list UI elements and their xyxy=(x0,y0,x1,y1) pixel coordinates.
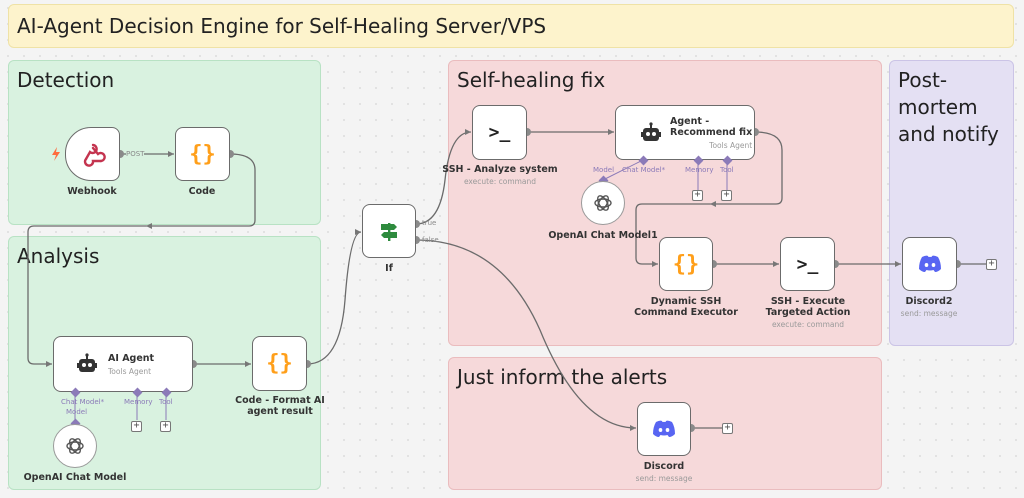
recommend-tool-label: Tool xyxy=(720,166,734,174)
wire-if-discord xyxy=(415,239,637,429)
format-code-node[interactable]: {} xyxy=(252,336,307,391)
analysis-title: Analysis xyxy=(17,244,100,268)
discord-icon xyxy=(918,255,941,272)
openai-icon xyxy=(66,438,84,454)
recommend-memory-label: Memory xyxy=(685,166,714,174)
openai-chat-model1-node[interactable] xyxy=(581,181,625,225)
detection-title: Detection xyxy=(17,68,115,92)
dynamic-ssh-node[interactable]: {} xyxy=(659,237,713,291)
terminal-icon: >_ xyxy=(796,253,819,275)
terminal-icon: >_ xyxy=(488,122,511,143)
ssh-execute-subtitle: execute: command xyxy=(771,320,845,329)
detection-sticky[interactable]: Detection xyxy=(8,60,321,225)
discord-label: Discord xyxy=(643,461,685,472)
ssh-execute-label: SSH - Execute Targeted Action xyxy=(765,296,851,318)
header-sticky[interactable]: AI-Agent Decision Engine for Self-Healin… xyxy=(8,4,1014,48)
fix-title: Self-healing fix xyxy=(457,68,606,92)
ssh-analyze-node[interactable]: >_ xyxy=(472,105,527,160)
if-label: If xyxy=(385,263,393,274)
code-braces-icon: {} xyxy=(266,351,293,376)
wire-recommend-model xyxy=(602,159,644,181)
discord2-node[interactable] xyxy=(902,237,957,291)
robot-icon xyxy=(77,353,97,372)
if-false-label: false xyxy=(422,236,439,244)
code-node[interactable]: {} xyxy=(175,127,230,181)
recommend-chatmodel-label: Chat Model* xyxy=(622,166,666,174)
ssh-analyze-subtitle: execute: command xyxy=(463,177,537,186)
code-label: Code xyxy=(188,186,216,197)
format-code-label: Code - Format AI agent result xyxy=(235,395,325,417)
agent-memory-label: Memory xyxy=(124,398,153,406)
agent-model-label: Model xyxy=(66,408,88,416)
webhook-output-label: POST xyxy=(126,150,145,158)
ssh-execute-node[interactable]: >_ xyxy=(780,237,835,291)
agent-recommend-node[interactable]: Agent - Recommend fix Tools Agent xyxy=(615,105,755,160)
agent-recommend-title: Agent - Recommend fix xyxy=(670,115,753,138)
discord2-label: Discord2 xyxy=(905,296,953,307)
agent-chatmodel-label: Chat Model* xyxy=(61,398,105,406)
workflow-title: AI-Agent Decision Engine for Self-Healin… xyxy=(17,14,547,38)
agent-tool-label: Tool xyxy=(159,398,173,406)
openai-chat-model-label: OpenAI Chat Model xyxy=(23,472,127,483)
openai-icon xyxy=(594,195,612,211)
discord-add-button[interactable]: + xyxy=(722,423,733,434)
postmortem-sticky[interactable]: Post- mortem and notify xyxy=(889,60,1014,346)
discord2-add-button[interactable]: + xyxy=(986,259,997,270)
discord-subtitle: send: message xyxy=(635,474,693,483)
wire-format-if xyxy=(306,231,362,365)
code-braces-icon: {} xyxy=(189,141,216,167)
robot-icon xyxy=(641,121,661,141)
agent-add-memory-button[interactable]: + xyxy=(131,421,142,432)
trigger-bolt-icon xyxy=(52,147,60,161)
recommend-add-memory-button[interactable]: + xyxy=(692,190,703,201)
if-true-label: true xyxy=(422,219,437,227)
wire-if-ssh xyxy=(415,131,472,225)
wire-code-agent xyxy=(27,153,256,365)
if-node[interactable] xyxy=(362,204,416,258)
ai-agent-node[interactable]: AI Agent Tools Agent xyxy=(53,336,193,392)
dynamic-ssh-label: Dynamic SSH Command Executor xyxy=(634,296,738,318)
webhook-label: Webhook xyxy=(67,186,117,197)
discord-icon xyxy=(653,420,675,437)
ai-agent-title: AI Agent xyxy=(108,352,155,364)
ssh-analyze-label: SSH - Analyze system xyxy=(442,164,558,175)
postmortem-title: Post- mortem and notify xyxy=(898,68,999,146)
recommend-add-tool-button[interactable]: + xyxy=(721,190,732,201)
webhook-icon xyxy=(83,143,106,167)
inform-title: Just inform the alerts xyxy=(457,365,668,389)
agent-add-tool-button[interactable]: + xyxy=(160,421,171,432)
code-braces-icon: {} xyxy=(672,251,700,277)
signpost-icon xyxy=(381,223,397,241)
discord-node[interactable] xyxy=(637,402,691,456)
webhook-node[interactable] xyxy=(65,127,120,181)
ai-agent-subtitle: Tools Agent xyxy=(108,366,152,376)
openai-chat-model-node[interactable] xyxy=(53,424,97,468)
openai-chat-model1-label: OpenAI Chat Model1 xyxy=(548,230,658,241)
agent-recommend-subtitle: Tools Agent xyxy=(709,140,753,150)
discord2-subtitle: send: message xyxy=(900,309,958,318)
wire-agent-dynamic xyxy=(635,131,783,265)
recommend-model-label: Model xyxy=(593,166,615,174)
